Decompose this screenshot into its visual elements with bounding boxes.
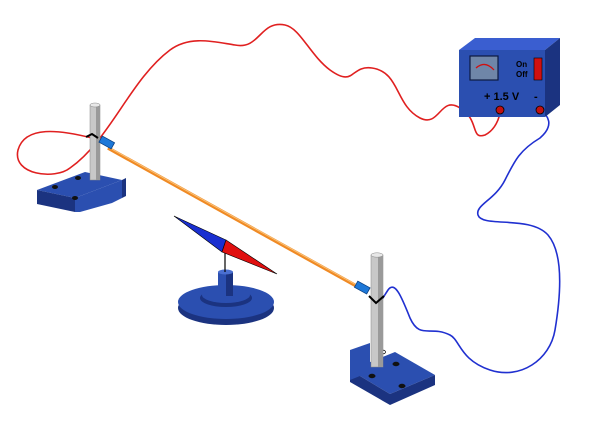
compass-needle-south [173,215,227,253]
left-rod-shade [96,105,100,180]
positive-terminal[interactable] [495,105,505,115]
left-base-side [122,178,126,198]
right-base-hole [398,383,406,389]
voltage-label: + 1.5 V [484,91,520,103]
negative-wire [379,109,561,374]
negative-terminal-label: - [534,91,538,103]
right-stand [350,252,435,405]
power-supply-side [545,38,560,117]
right-base-upright [350,343,370,380]
right-rod-shade [378,255,383,367]
meter-needle [475,63,495,71]
right-base-side [390,375,435,405]
right-connector [353,280,371,295]
left-base-hole [52,185,58,189]
right-rod-top [370,252,384,258]
left-base-top [37,172,122,198]
right-base-front [350,370,390,405]
switch-off-label: Off [516,70,528,79]
power-supply-top [459,38,560,50]
right-base-hole [392,361,400,367]
left-connector [98,135,116,150]
compass-post-shade [226,272,233,296]
right-base-hole [368,373,376,379]
left-base-front [37,190,75,212]
left-base-hole [72,196,78,200]
left-base-upright [75,180,122,212]
negative-terminal[interactable] [535,105,545,115]
left-base-hole [75,176,81,180]
compass-stand [173,215,278,325]
left-stand [37,102,126,212]
conductor-wire-highlight [107,146,361,288]
conductor-wire [107,146,361,290]
switch-on-label: On [516,60,527,69]
meter-icon [469,55,499,81]
left-clamp-icon [85,132,99,139]
right-clamp-icon [368,295,385,305]
power-switch[interactable] [533,57,543,81]
power-supply: On Off + 1.5 V - [459,38,560,117]
left-rod-top [89,102,101,108]
compass-needle-north [221,239,278,275]
